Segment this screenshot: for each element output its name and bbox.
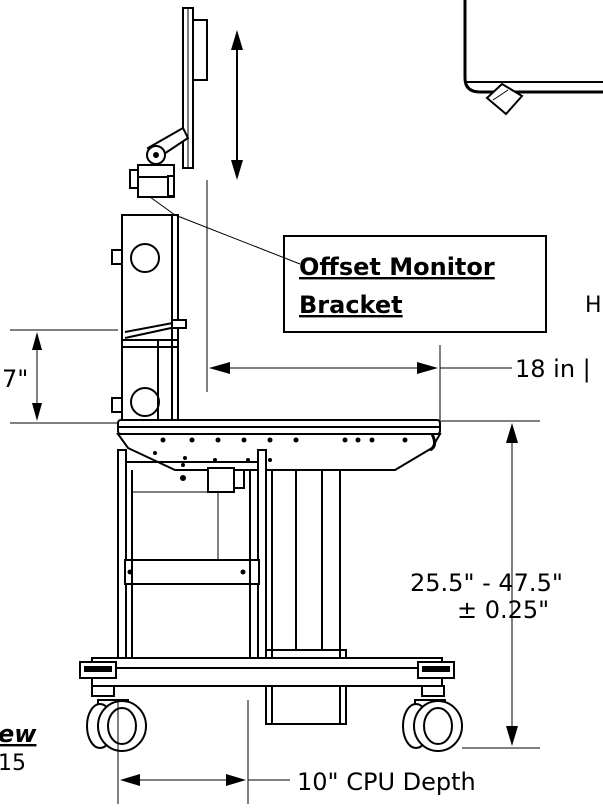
caster-left bbox=[86, 699, 147, 752]
dim-height: 25.5" - 47.5" ± 0.25" bbox=[410, 420, 563, 749]
dim-height-tolerance-label: ± 0.25" bbox=[457, 596, 549, 624]
dim-18in-label: 18 in | bbox=[515, 355, 591, 383]
dim-7in-label: 7" bbox=[2, 365, 28, 393]
upper-column bbox=[111, 214, 187, 421]
dim-height-range-label: 25.5" - 47.5" bbox=[410, 569, 563, 597]
dim-cpu-depth: 10" CPU Depth bbox=[117, 700, 476, 804]
callout-label-line2: Bracket bbox=[299, 291, 403, 319]
top-right-cabinet bbox=[463, 0, 603, 116]
offset-monitor-bracket bbox=[129, 126, 190, 216]
dim-7in: 7" bbox=[2, 329, 118, 424]
partial-label-h: H bbox=[585, 293, 602, 318]
offset-monitor-callout: Offset Monitor Bracket bbox=[174, 214, 547, 333]
cart-base bbox=[79, 657, 455, 697]
callout-label-line1: Offset Monitor bbox=[299, 253, 495, 281]
monitor-motion-arrow bbox=[231, 30, 243, 180]
partial-view-title: ew 15 bbox=[0, 720, 37, 776]
partial-view-number: 15 bbox=[0, 751, 26, 776]
dim-18in: 18 in | bbox=[206, 180, 591, 420]
surface-holes bbox=[153, 437, 408, 462]
monitor bbox=[182, 7, 208, 169]
dim-cpu-depth-label: 10" CPU Depth bbox=[297, 768, 476, 796]
work-surface bbox=[116, 419, 442, 481]
lower-frame bbox=[117, 449, 267, 669]
caster-right bbox=[402, 699, 463, 752]
partial-view-label: ew bbox=[0, 720, 37, 748]
